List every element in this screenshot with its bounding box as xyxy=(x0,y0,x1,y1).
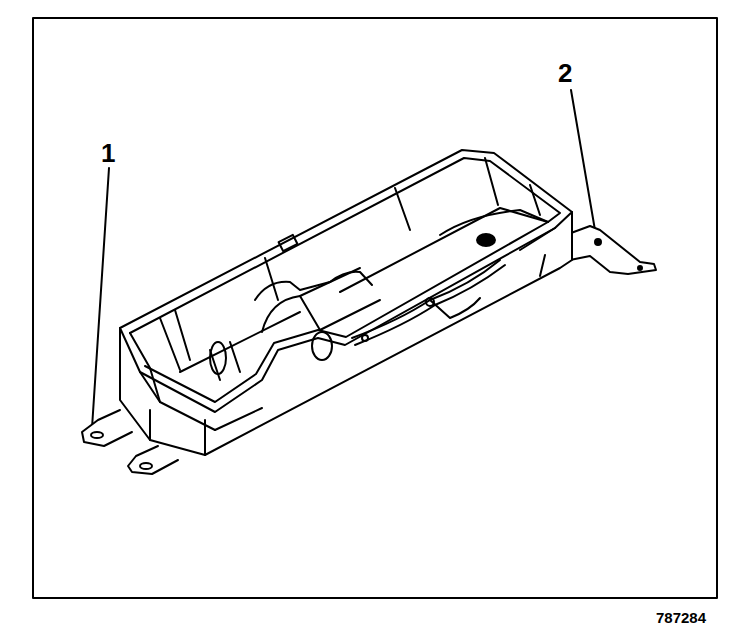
callout-number: 2 xyxy=(558,60,572,86)
tray-body xyxy=(82,150,656,474)
figure-frame xyxy=(33,18,717,598)
leader-line xyxy=(571,90,596,236)
leader-line xyxy=(92,168,109,428)
figure-number: 787284 xyxy=(656,610,706,625)
callout-number: 1 xyxy=(101,140,115,166)
